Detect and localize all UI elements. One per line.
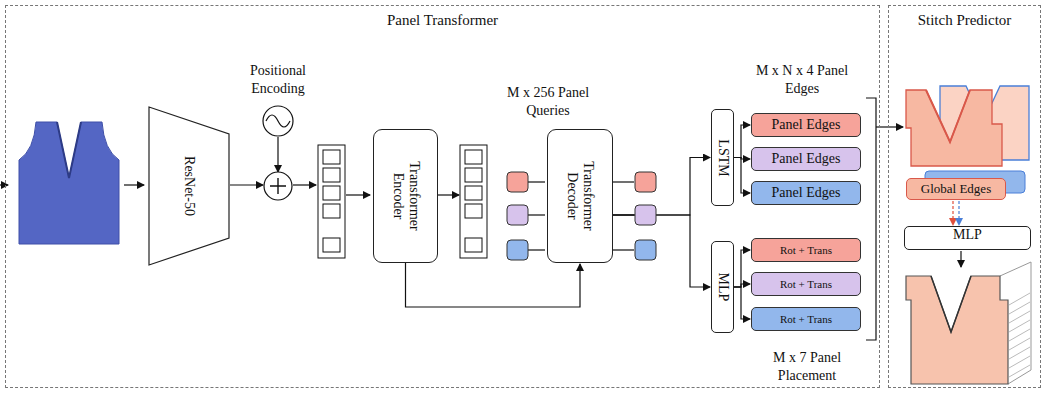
process-box: Rot + Trans (751, 307, 861, 331)
process-box: Rot + Trans (751, 238, 861, 262)
block-label: LSTM (714, 118, 730, 198)
process-box: MLP (904, 226, 1031, 250)
box-label: Global Edges (921, 181, 991, 197)
block-label: Transformer Decoder (564, 146, 596, 246)
connector (953, 201, 959, 225)
process-box: MLP (711, 241, 734, 333)
process-box: Panel Edges (751, 147, 861, 171)
group-title: Panel Transformer (6, 12, 879, 29)
connector (613, 215, 710, 287)
box-label: Rot + Trans (780, 244, 832, 256)
process-box: Transformer Encoder (373, 129, 438, 263)
backbone-block: ResNet-50 (148, 106, 230, 266)
annotation-label: M x N x 4 Panel Edges (752, 62, 852, 98)
flow-arrows (0, 98, 961, 340)
box-label: Panel Edges (772, 185, 841, 201)
connector (613, 158, 710, 216)
connector (734, 158, 750, 194)
box-label: Rot + Trans (780, 313, 832, 325)
group-frame: Stitch PredictorGlobal EdgesMLP (888, 5, 1041, 388)
garment-image (19, 122, 119, 244)
connector (734, 287, 750, 319)
connector-line (734, 158, 750, 194)
group-title: Stitch Predictor (889, 12, 1040, 29)
block-label: ResNet-50 (181, 126, 197, 246)
connector-line (734, 287, 750, 319)
box-label: Rot + Trans (780, 278, 832, 290)
connector (734, 125, 750, 158)
process-box: Rot + Trans (751, 272, 861, 296)
connector-line (734, 125, 750, 158)
box-label: Panel Edges (772, 151, 841, 167)
connector-line (952, 201, 953, 225)
block-label: Transformer Encoder (389, 146, 421, 246)
box-label: Panel Edges (772, 117, 841, 133)
connector-line (657, 215, 710, 287)
connector-line (657, 158, 710, 216)
process-box: Panel Edges (751, 181, 861, 205)
connector (734, 250, 750, 287)
process-box: Panel Edges (751, 113, 861, 137)
connector-line (734, 250, 750, 287)
add-symbol (264, 172, 292, 200)
process-box: LSTM (711, 109, 734, 206)
process-box: Global Edges (906, 178, 1006, 200)
process-box: Transformer Decoder (547, 129, 613, 263)
annotation-label: M x 7 Panel Placement (752, 349, 862, 385)
panel-illustration (906, 86, 1029, 193)
annotation-label: Positional Encoding (233, 62, 323, 98)
box-label: MLP (905, 227, 1030, 243)
connector (406, 263, 581, 307)
connector-line (958, 201, 959, 225)
group-frame: Panel TransformerResNet-50 Transformer En… (5, 5, 880, 388)
stitched-garment (906, 262, 1031, 384)
annotation-label: M x 256 Panel Queries (500, 84, 596, 120)
connector-line (406, 263, 581, 307)
block-label: MLP (714, 247, 730, 327)
positional-encoding-symbol (263, 106, 293, 136)
